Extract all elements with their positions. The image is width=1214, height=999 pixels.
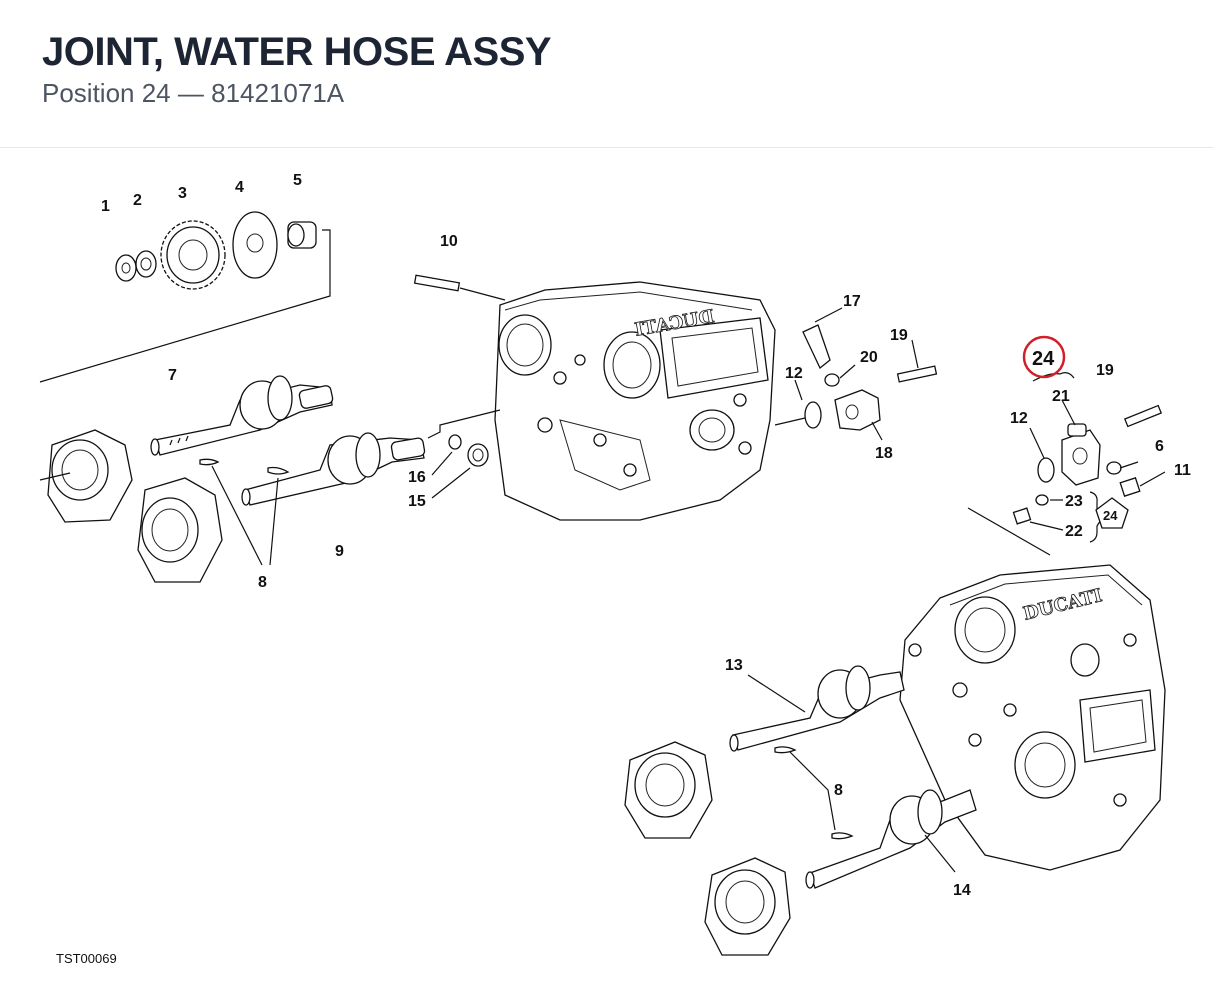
callout-20: 20 bbox=[860, 349, 878, 366]
drawing-code: TST00069 bbox=[56, 951, 117, 966]
part-10-stud bbox=[413, 274, 506, 301]
upper-cylinder-head-drawing: DUCATI bbox=[494, 281, 776, 521]
callout-1: 1 bbox=[101, 198, 110, 215]
callout-8-upper: 8 bbox=[258, 574, 267, 591]
callout-7: 7 bbox=[168, 367, 177, 384]
callout-13: 13 bbox=[725, 657, 743, 674]
callout-6: 6 bbox=[1155, 438, 1164, 455]
subtitle-separator: — bbox=[177, 78, 204, 108]
parts-17-18-19-20-mid bbox=[774, 307, 938, 441]
callout-8-lower: 8 bbox=[834, 782, 843, 799]
callout-12-mid: 12 bbox=[785, 365, 803, 382]
callout-19-right: 19 bbox=[1096, 362, 1114, 379]
parts-1-to-5-gear-stack bbox=[39, 211, 331, 383]
parts-15-16-washers bbox=[431, 434, 489, 499]
callout-9: 9 bbox=[335, 543, 344, 560]
callout-15: 15 bbox=[408, 493, 426, 510]
callout-24-highlighted: 24 bbox=[1032, 348, 1055, 370]
part-14-camshaft bbox=[789, 751, 977, 889]
callout-16: 16 bbox=[408, 469, 426, 486]
position-label: Position 24 bbox=[42, 78, 171, 108]
bearing-cap-right-lower bbox=[704, 857, 791, 956]
callout-3: 3 bbox=[178, 185, 187, 202]
callout-11: 11 bbox=[1174, 462, 1191, 479]
header: JOINT, WATER HOSE ASSY Position 24 — 814… bbox=[0, 0, 1214, 148]
callout-5: 5 bbox=[293, 172, 302, 189]
part-8-keys-upper bbox=[199, 458, 290, 566]
callout-24-pentagon: 24 bbox=[1103, 508, 1118, 523]
callout-22: 22 bbox=[1065, 523, 1083, 540]
page-title: JOINT, WATER HOSE ASSY bbox=[42, 30, 552, 74]
bearing-cap-right-upper bbox=[624, 741, 713, 839]
callout-23: 23 bbox=[1065, 493, 1083, 510]
callout-21: 21 bbox=[1052, 388, 1070, 405]
callout-17: 17 bbox=[843, 293, 861, 310]
callout-2: 2 bbox=[133, 192, 142, 209]
part-number: 81421071A bbox=[211, 78, 345, 108]
callout-19-mid: 19 bbox=[890, 327, 908, 344]
callout-12-right: 12 bbox=[1010, 410, 1028, 427]
part-7-camshaft bbox=[150, 375, 334, 456]
callout-18: 18 bbox=[875, 445, 893, 462]
bearing-cap-left-lower bbox=[137, 477, 223, 583]
page-subtitle: Position 24 — 81421071A bbox=[42, 78, 344, 109]
part-24-joint-water-hose-assy bbox=[1012, 372, 1166, 543]
part-13-camshaft bbox=[729, 665, 905, 754]
bearing-cap-left-upper bbox=[39, 429, 133, 523]
part-9-camshaft bbox=[241, 409, 501, 506]
callout-14: 14 bbox=[953, 882, 971, 899]
callout-4: 4 bbox=[235, 179, 244, 196]
leader-assembly-to-head bbox=[967, 507, 1051, 556]
highlight-circle-24 bbox=[1022, 335, 1066, 379]
callout-10: 10 bbox=[440, 233, 458, 250]
